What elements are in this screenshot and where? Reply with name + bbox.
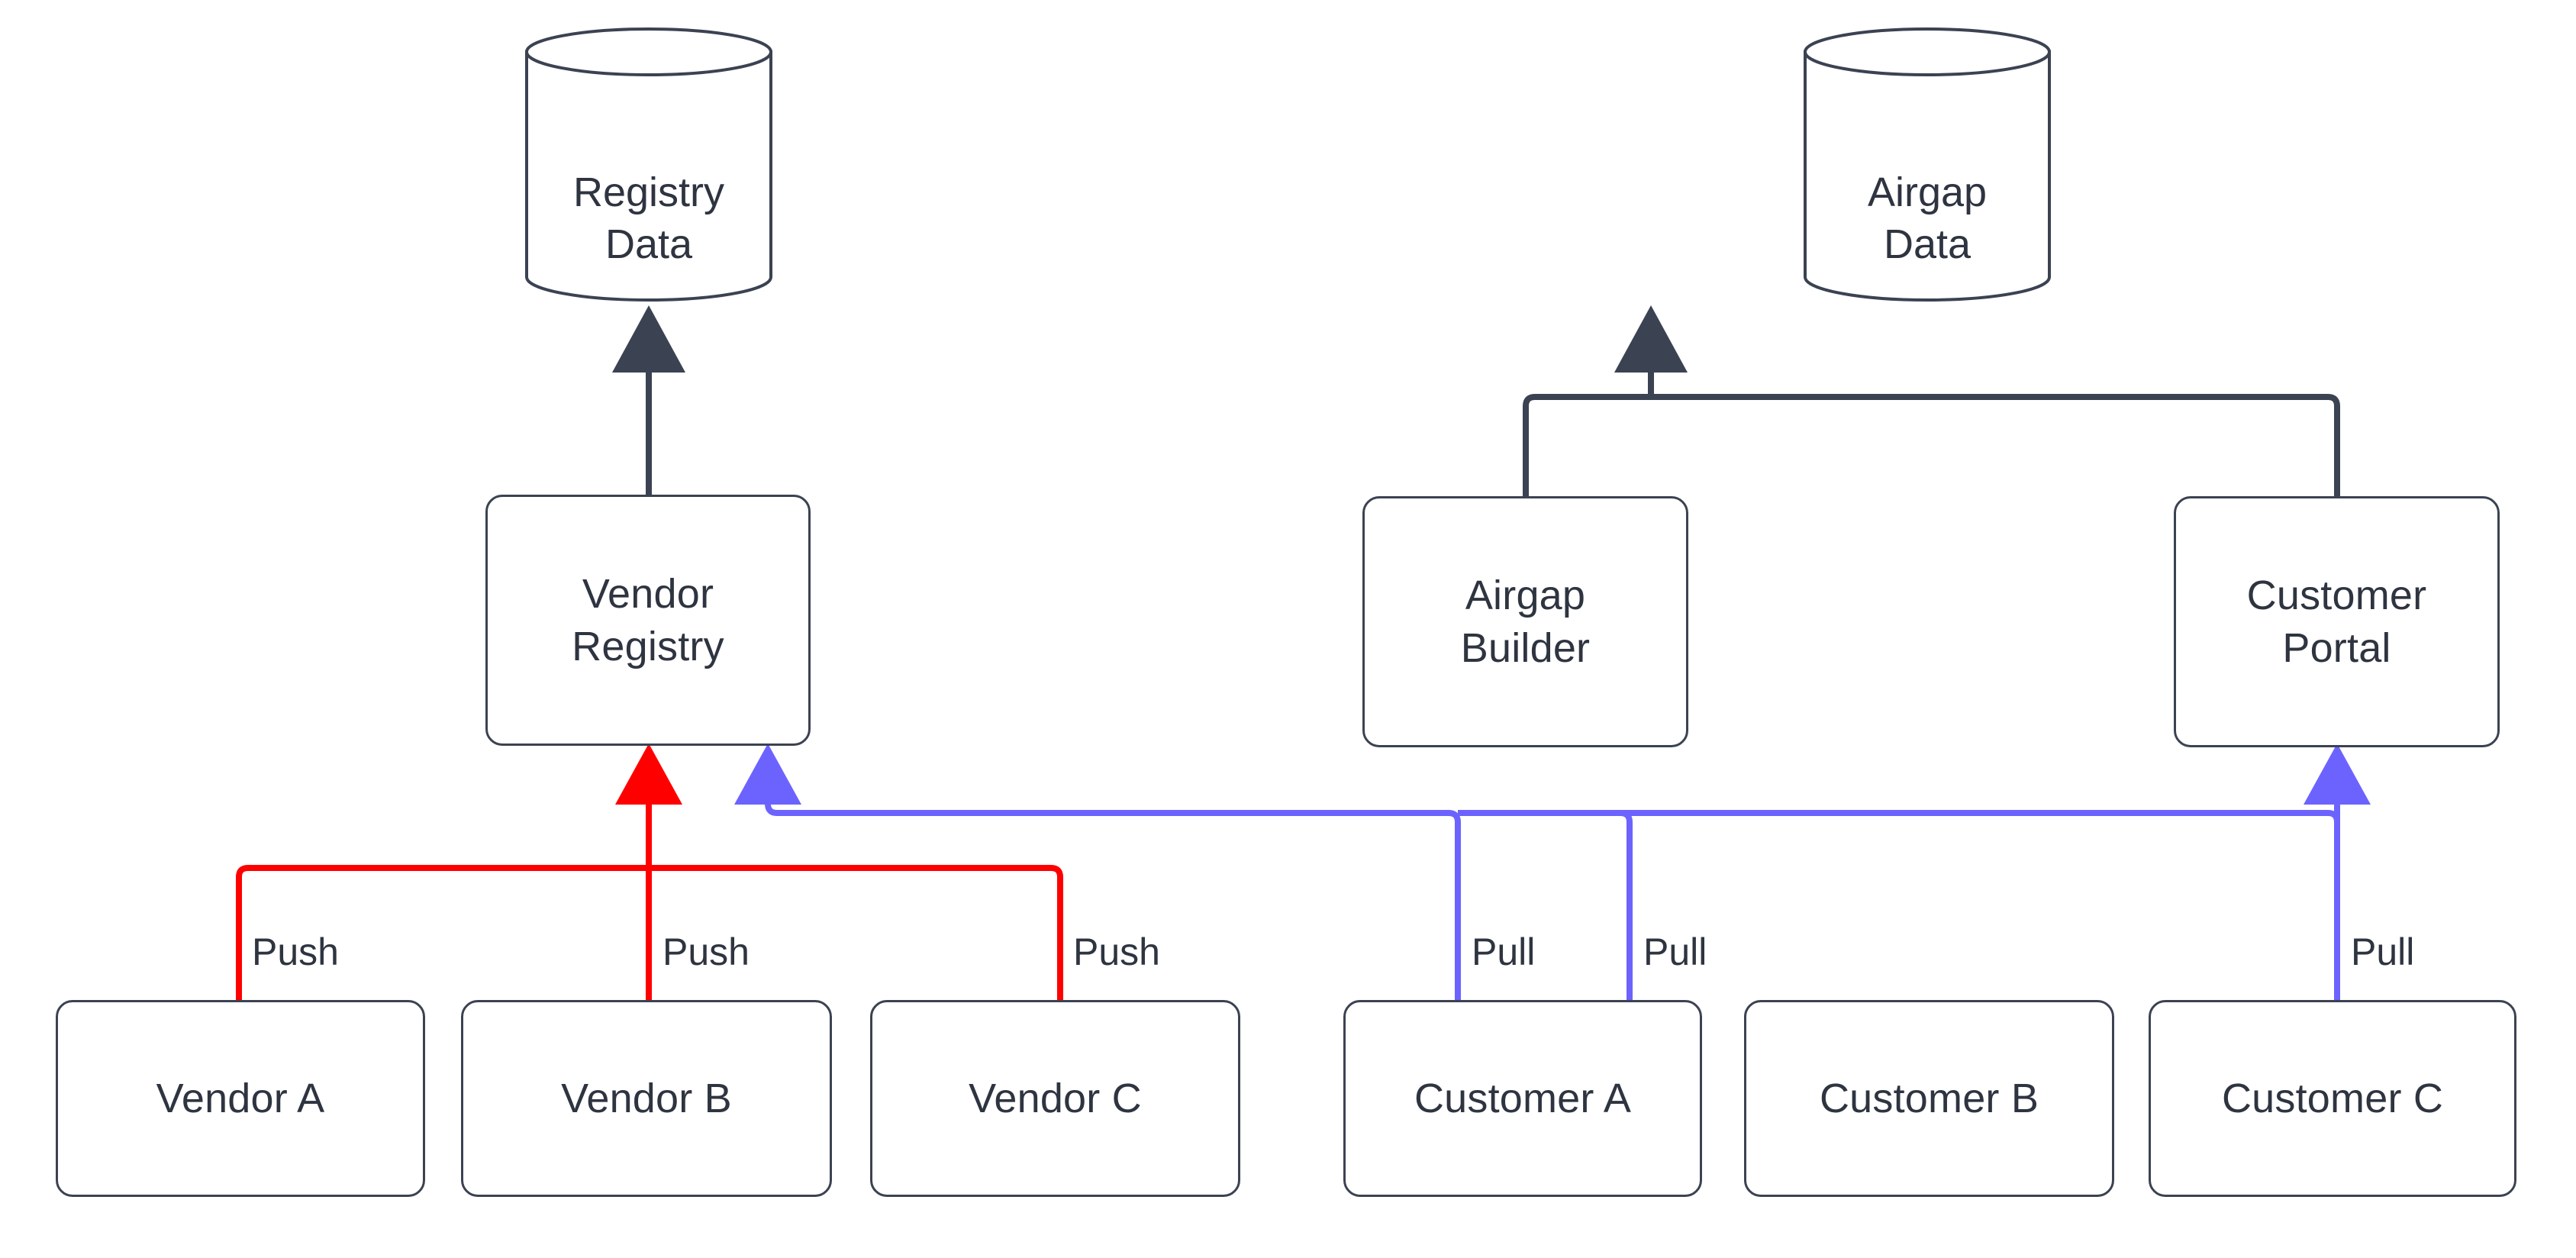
datastore-registry-data-shape [525, 27, 772, 302]
edge-pull-customer-c [1458, 810, 2340, 1000]
node-customer-a[interactable]: Customer A [1343, 1000, 1702, 1197]
node-vendor-a-label: Vendor A [156, 1075, 325, 1121]
edge-label-pull-customer-a: Pull [1472, 931, 1536, 973]
node-vendor-registry-label: Vendor Registry [572, 571, 724, 669]
datastore-registry-data-label: Registry Data [572, 169, 725, 268]
node-vendor-c-label: Vendor C [969, 1075, 1142, 1121]
node-vendor-registry[interactable]: Vendor Registry [485, 495, 811, 746]
node-airgap-builder[interactable]: Airgap Builder [1362, 496, 1688, 747]
edge-push-vendor-c [649, 865, 1063, 1000]
node-customer-portal[interactable]: Customer Portal [2174, 496, 2500, 747]
node-vendor-a[interactable]: Vendor A [56, 1000, 425, 1197]
datastore-registry-data: Registry Data [527, 52, 771, 300]
edge-pull-customer-a [734, 744, 1461, 1000]
node-vendor-b[interactable]: Vendor B [461, 1000, 832, 1197]
node-vendor-b-label: Vendor B [561, 1075, 732, 1121]
node-customer-b-label: Customer B [1819, 1075, 2039, 1121]
node-customer-c-label: Customer C [2221, 1075, 2444, 1121]
node-customer-c[interactable]: Customer C [2149, 1000, 2516, 1197]
edge-label-pull-customer-c: Pull [2351, 931, 2415, 973]
edge-label-push-vendor-b: Push [663, 931, 750, 973]
datastore-airgap-data: Airgap Data [1805, 52, 2049, 300]
edge-customer-portal-to-airgap-data [1651, 394, 2340, 496]
node-airgap-builder-label: Airgap Builder [1460, 573, 1591, 671]
edge-label-push-vendor-c: Push [1073, 931, 1160, 973]
node-customer-portal-label: Customer Portal [2246, 573, 2427, 671]
node-vendor-c[interactable]: Vendor C [870, 1000, 1240, 1197]
edge-airgap-builder-to-airgap-data [1523, 394, 1651, 496]
datastore-airgap-data-label: Airgap Data [1867, 169, 1988, 268]
edge-label-push-vendor-a: Push [252, 931, 339, 973]
datastore-airgap-data-shape [1804, 27, 2051, 302]
edge-push-vendor-a [236, 865, 649, 1000]
node-customer-b[interactable]: Customer B [1744, 1000, 2114, 1197]
edge-label-pull-customer-b: Pull [1643, 931, 1707, 973]
node-customer-a-label: Customer A [1414, 1075, 1632, 1121]
